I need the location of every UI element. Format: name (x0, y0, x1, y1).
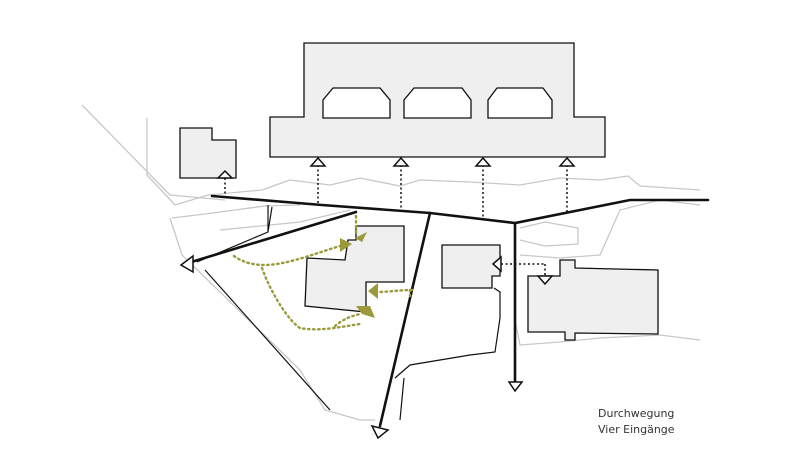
entrance-connectors (224, 165, 568, 276)
plot-boundary (196, 205, 501, 421)
courtyard-1 (322, 87, 391, 119)
route-west-loop (232, 244, 342, 267)
context-outline-southeast (514, 319, 701, 346)
internal-routes (232, 214, 414, 331)
context-outline-plot-edge (171, 204, 301, 219)
context-outline-east-block (519, 221, 579, 247)
route-west-lower (260, 266, 362, 331)
entrance-arrow-middle-east (491, 255, 502, 273)
route-arrow-west (340, 238, 352, 252)
context-outline-west (81, 104, 226, 201)
entrance-arrow-main-1 (309, 156, 327, 167)
caption: Durchwegung Vier Eingänge (598, 406, 675, 438)
entrance-arrow-main-4 (558, 156, 576, 167)
context-outline-north-street (146, 118, 701, 206)
arrowhead-south-diagonal (370, 424, 390, 440)
plot-boundary-line (196, 205, 501, 421)
courtyard-2 (403, 87, 472, 119)
route-east-entry (374, 288, 414, 294)
new-building-central (304, 225, 405, 313)
entrance-arrow-main-2 (392, 156, 410, 167)
route-arrow-east (368, 283, 378, 299)
main-paths (186, 194, 710, 428)
context-outlines (81, 104, 701, 421)
small-building-west (179, 127, 237, 179)
path-diagonal-south (378, 211, 432, 428)
path-northern-spine (210, 194, 710, 225)
entrance-arrow-east-building (536, 275, 554, 286)
entrance-arrowheads (216, 156, 576, 286)
entrance-arrow-west-building (216, 169, 234, 179)
path-to-southwest (186, 210, 358, 265)
path-arrowheads (179, 254, 524, 440)
route-arrow-south (356, 306, 375, 318)
buildings (179, 42, 659, 341)
building-middle-east (441, 244, 501, 289)
route-south-entry (333, 312, 362, 328)
building-east (527, 259, 659, 341)
arrowhead-southwest (179, 254, 194, 274)
caption-title: Durchwegung (598, 407, 675, 420)
caption-subtitle: Vier Eingänge (598, 423, 675, 436)
context-outline-south-inner (219, 209, 351, 231)
entrance-arrow-main-3 (474, 156, 492, 167)
arrowhead-south-east (507, 381, 524, 393)
context-outline-east-street (519, 199, 701, 259)
route-arrow-north (355, 232, 367, 242)
courtyard-3 (487, 87, 553, 119)
courtyards (322, 87, 553, 119)
internal-route-arrowheads (340, 232, 378, 318)
